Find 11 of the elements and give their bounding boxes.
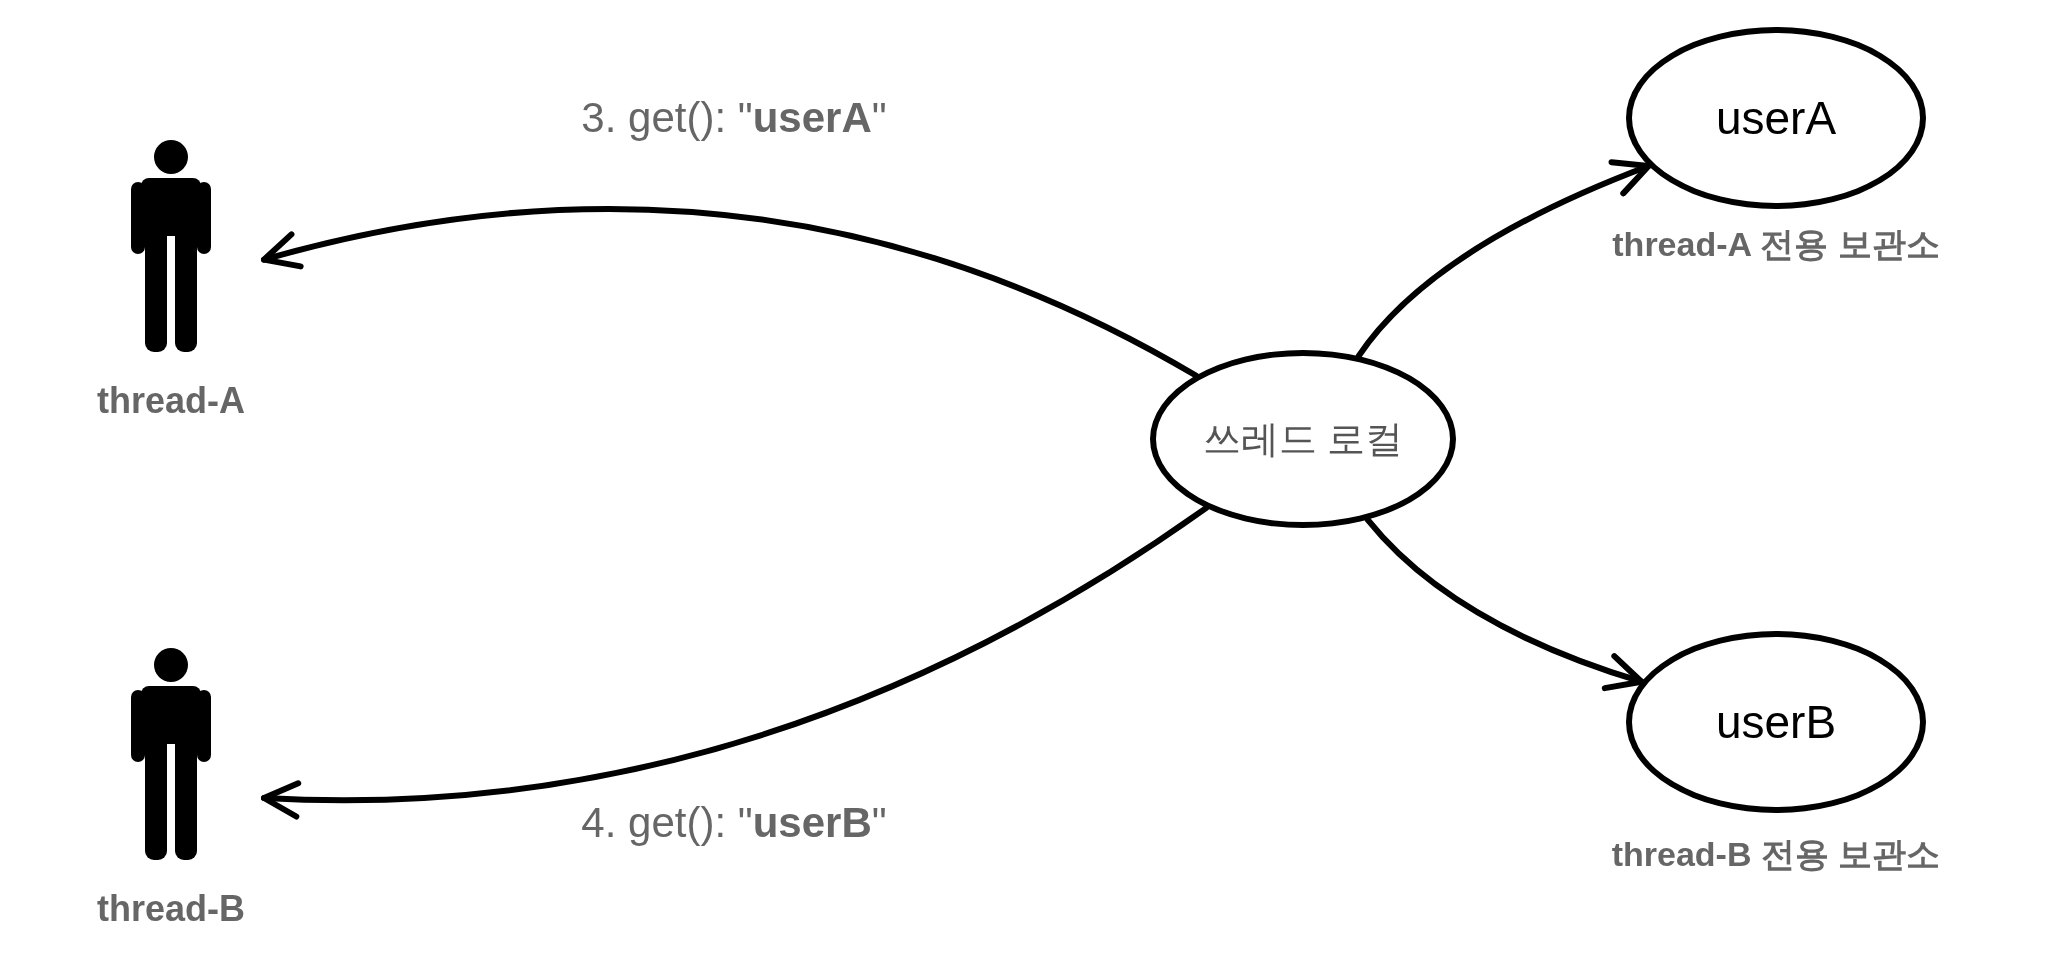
arrow <box>261 206 1199 379</box>
ellipse-node: userB <box>1626 631 1926 813</box>
edge-label: 4. get(): "userB" <box>581 799 887 847</box>
ellipse-node: 쓰레드 로컬 <box>1150 350 1456 528</box>
person-label: thread-A <box>97 380 245 422</box>
storage-caption: thread-A 전용 보관소 <box>1612 224 1940 265</box>
person-label: thread-B <box>97 888 245 930</box>
storage-caption: thread-B 전용 보관소 <box>1611 834 1941 875</box>
edge-label: 3. get(): "userA" <box>581 94 887 142</box>
ellipse-node: userA <box>1626 27 1926 209</box>
arrow <box>261 504 1210 819</box>
